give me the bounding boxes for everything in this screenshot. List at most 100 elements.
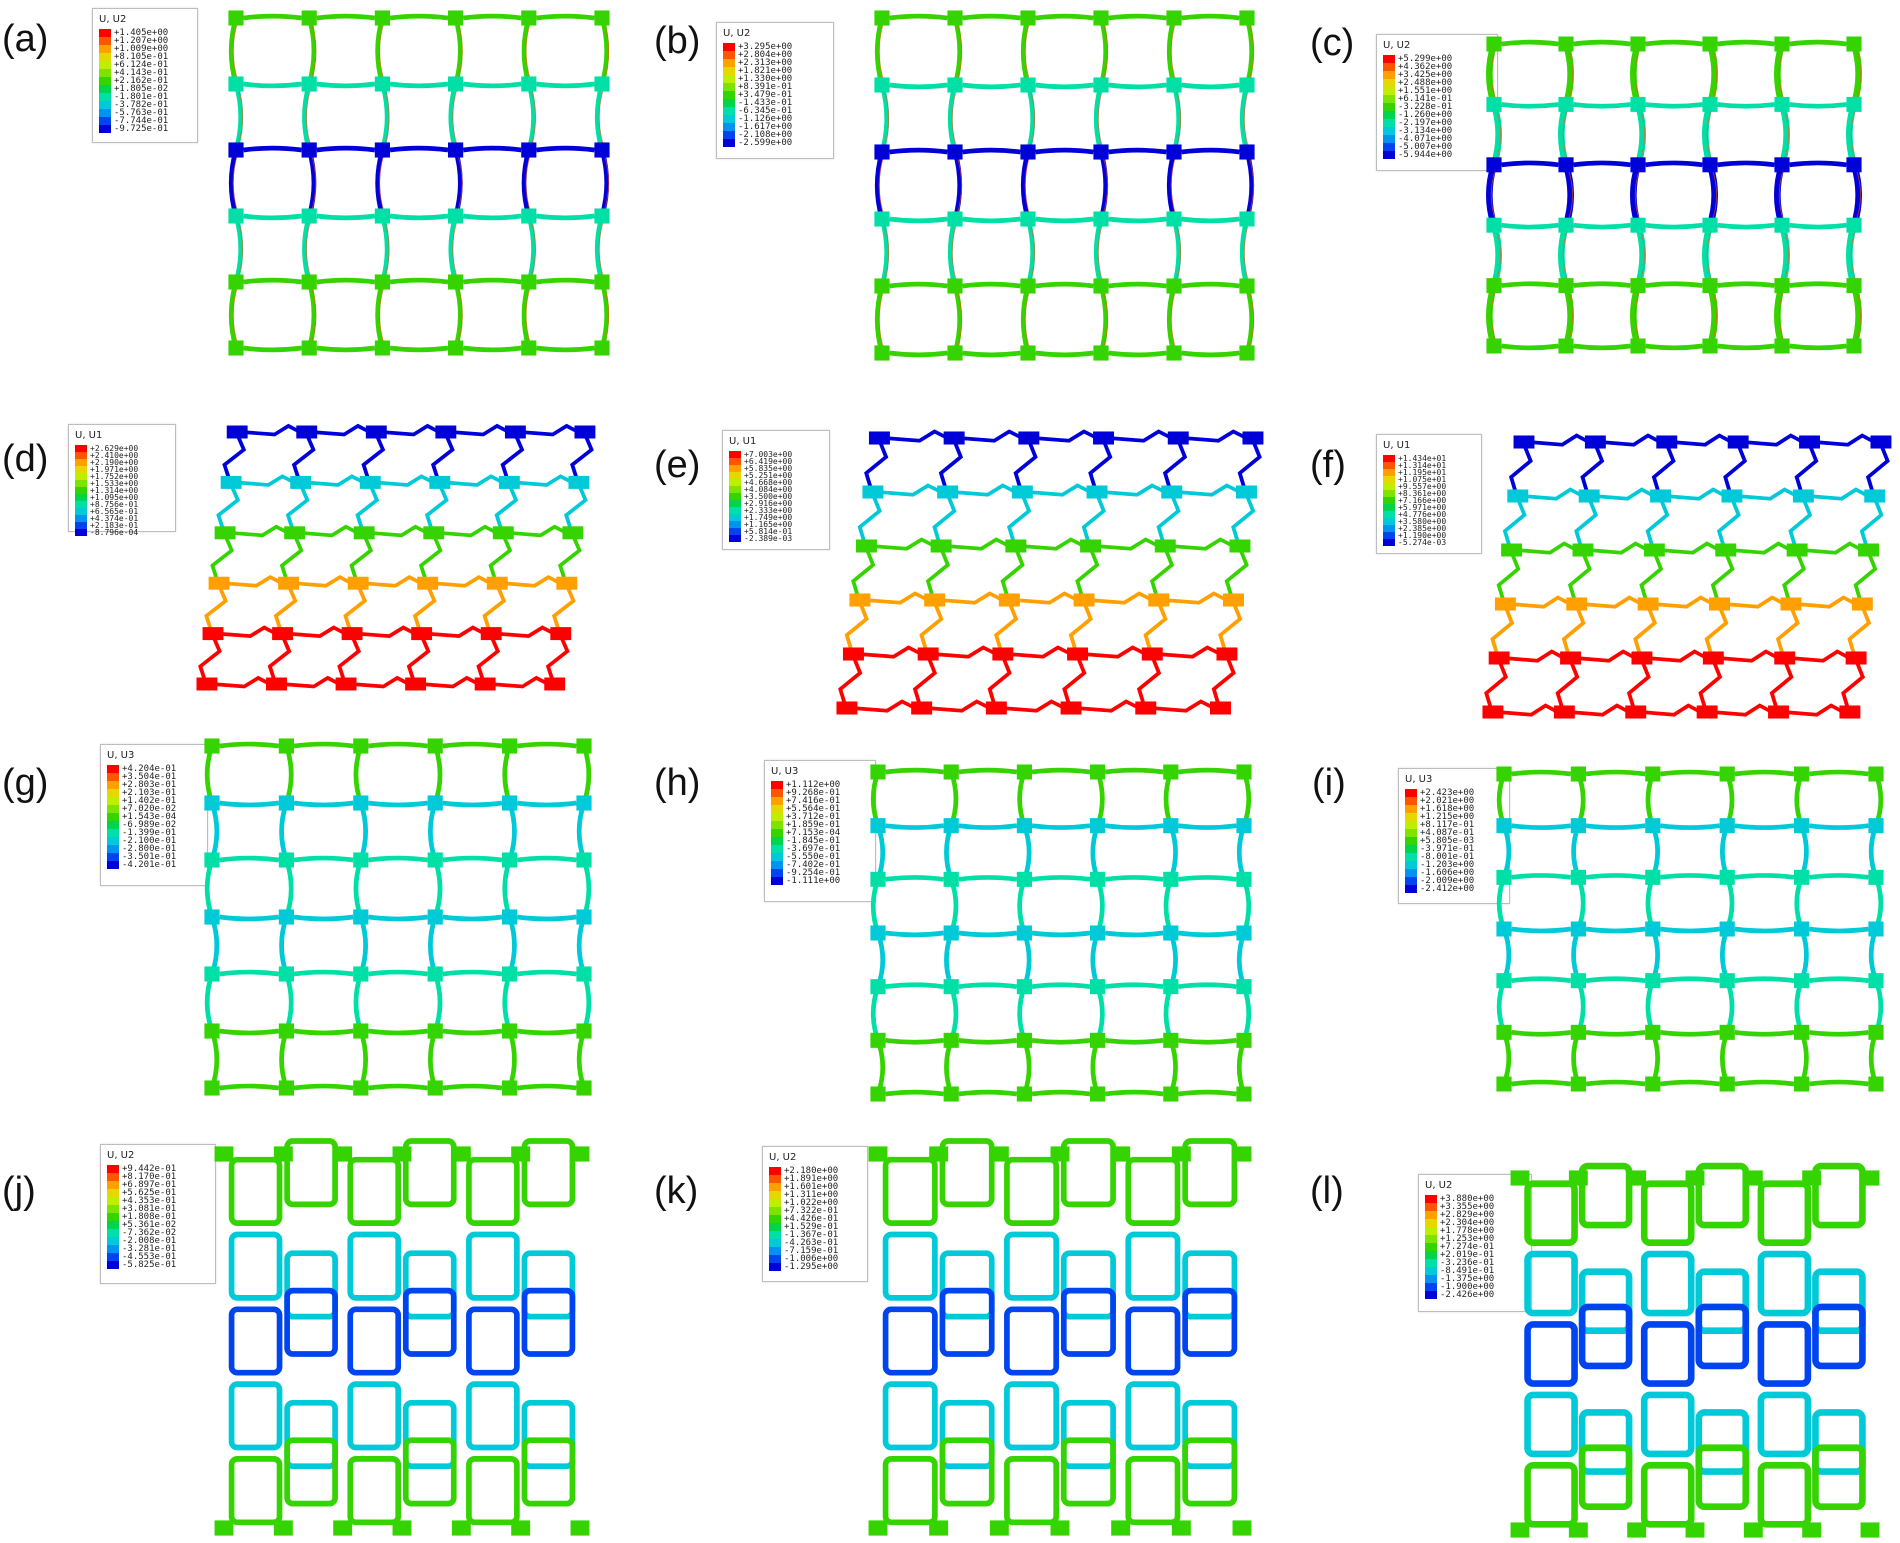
strut-edge-highlight: [1706, 107, 1713, 162]
lattice-struts: [1486, 36, 1862, 354]
chiral-strut: [495, 625, 555, 639]
legend-swatch: [107, 821, 119, 829]
lattice-node: [576, 738, 592, 754]
horizontal-strut: [243, 213, 302, 221]
horizontal-strut: [462, 145, 522, 153]
horizontal-strut: [536, 145, 595, 153]
horizontal-strut: [516, 914, 577, 922]
lattice-node: [226, 425, 248, 439]
legend-title: U, U2: [1425, 1180, 1453, 1191]
lattice-node: [521, 208, 537, 224]
legend-value: +1.311e+00: [784, 1190, 839, 1200]
woven-cell: [1695, 1162, 1750, 1229]
lattice-struts: [868, 1138, 1252, 1536]
lattice-node: [1496, 1076, 1512, 1092]
chiral-strut: [1528, 433, 1590, 447]
chiral-strut: [355, 481, 380, 534]
horizontal-strut: [516, 969, 577, 977]
chiral-strut: [844, 599, 869, 655]
legend-swatch: [1383, 111, 1395, 119]
chiral-strut: [1574, 495, 1599, 551]
horizontal-strut: [1104, 1089, 1164, 1097]
legend-colorbar: [771, 781, 783, 885]
lattice-contour-plot: [1486, 36, 1862, 354]
horizontal-strut: [243, 277, 302, 285]
legend-value: -4.553e-01: [122, 1252, 177, 1262]
horizontal-strut: [536, 13, 595, 21]
horizontal-strut: [1108, 82, 1167, 90]
lattice-node: [228, 274, 244, 290]
lattice-node: [1774, 338, 1790, 354]
strut-edge-highlight: [1175, 88, 1182, 149]
chiral-strut: [864, 591, 929, 605]
chiral-strut: [241, 423, 301, 437]
lattice-node: [374, 208, 390, 224]
lattice-node: [1488, 651, 1510, 665]
legend-swatch: [729, 507, 741, 514]
lattice-node: [1171, 1146, 1191, 1162]
lattice-node: [228, 208, 244, 224]
woven-cell: [1004, 1381, 1060, 1451]
lattice-node: [870, 979, 886, 995]
horizontal-strut: [1104, 767, 1164, 775]
lattice-node: [1239, 211, 1255, 227]
horizontal-strut: [536, 213, 595, 221]
horizontal-strut: [962, 82, 1021, 90]
strut-edge-highlight: [1170, 21, 1177, 82]
horizontal-strut: [962, 281, 1021, 289]
legend-swatch: [723, 139, 735, 147]
strut-edge-highlight: [1783, 107, 1790, 162]
strut-edge-highlight: [1778, 168, 1785, 222]
vertical-strut: [228, 17, 239, 85]
horizontal-strut: [1501, 160, 1559, 168]
legend-swatch: [1383, 511, 1395, 518]
horizontal-strut: [316, 213, 376, 221]
chiral-strut: [1490, 603, 1515, 659]
legend-swatch: [1383, 143, 1395, 151]
lattice-node: [301, 10, 317, 26]
lattice-node: [1016, 979, 1032, 995]
lattice-node: [594, 208, 610, 224]
chiral-strut: [551, 582, 576, 635]
lattice-node: [1163, 925, 1179, 941]
lattice-node: [1060, 701, 1082, 715]
legend-value: +1.859e-01: [786, 820, 841, 830]
vertical-strut: [1650, 1031, 1661, 1085]
legend-swatch: [75, 529, 87, 536]
lattice-node: [1727, 435, 1749, 449]
legend-value: +3.504e-01: [122, 772, 177, 782]
lattice-node: [1794, 973, 1810, 989]
horizontal-strut: [316, 345, 376, 353]
lattice-node: [1715, 543, 1737, 557]
lattice-node: [1802, 1170, 1822, 1186]
woven-cell: [1524, 1180, 1578, 1247]
legend-value: +1.402e-01: [122, 796, 177, 806]
lattice-node: [1235, 485, 1257, 499]
horizontal-strut: [1660, 823, 1720, 830]
vertical-strut: [1873, 773, 1884, 827]
lattice-node: [1016, 1086, 1032, 1102]
legend-swatch: [1405, 821, 1417, 829]
chiral-strut: [291, 431, 316, 483]
chiral-strut: [925, 545, 951, 601]
vertical-strut: [1496, 876, 1507, 930]
lattice-node: [1111, 1146, 1131, 1162]
lattice-node: [1482, 705, 1504, 719]
lattice-node: [1572, 543, 1594, 557]
horizontal-strut: [1573, 39, 1631, 47]
woven-cell: [1812, 1444, 1866, 1511]
lattice-node: [417, 576, 439, 590]
strut-edge-highlight: [525, 285, 532, 345]
lattice-node: [1486, 36, 1502, 52]
legend-swatch: [771, 781, 783, 789]
chiral-strut: [1646, 649, 1708, 663]
lattice-node: [849, 593, 871, 607]
strut-edge-highlight: [525, 153, 532, 213]
woven-cell: [466, 1306, 520, 1376]
horizontal-strut: [1808, 926, 1869, 934]
legend-value: -2.197e+00: [1398, 118, 1453, 128]
vertical-strut: [576, 802, 587, 861]
lattice-node: [1236, 1086, 1252, 1102]
lattice-node: [1558, 96, 1574, 112]
chiral-strut: [1698, 657, 1723, 713]
